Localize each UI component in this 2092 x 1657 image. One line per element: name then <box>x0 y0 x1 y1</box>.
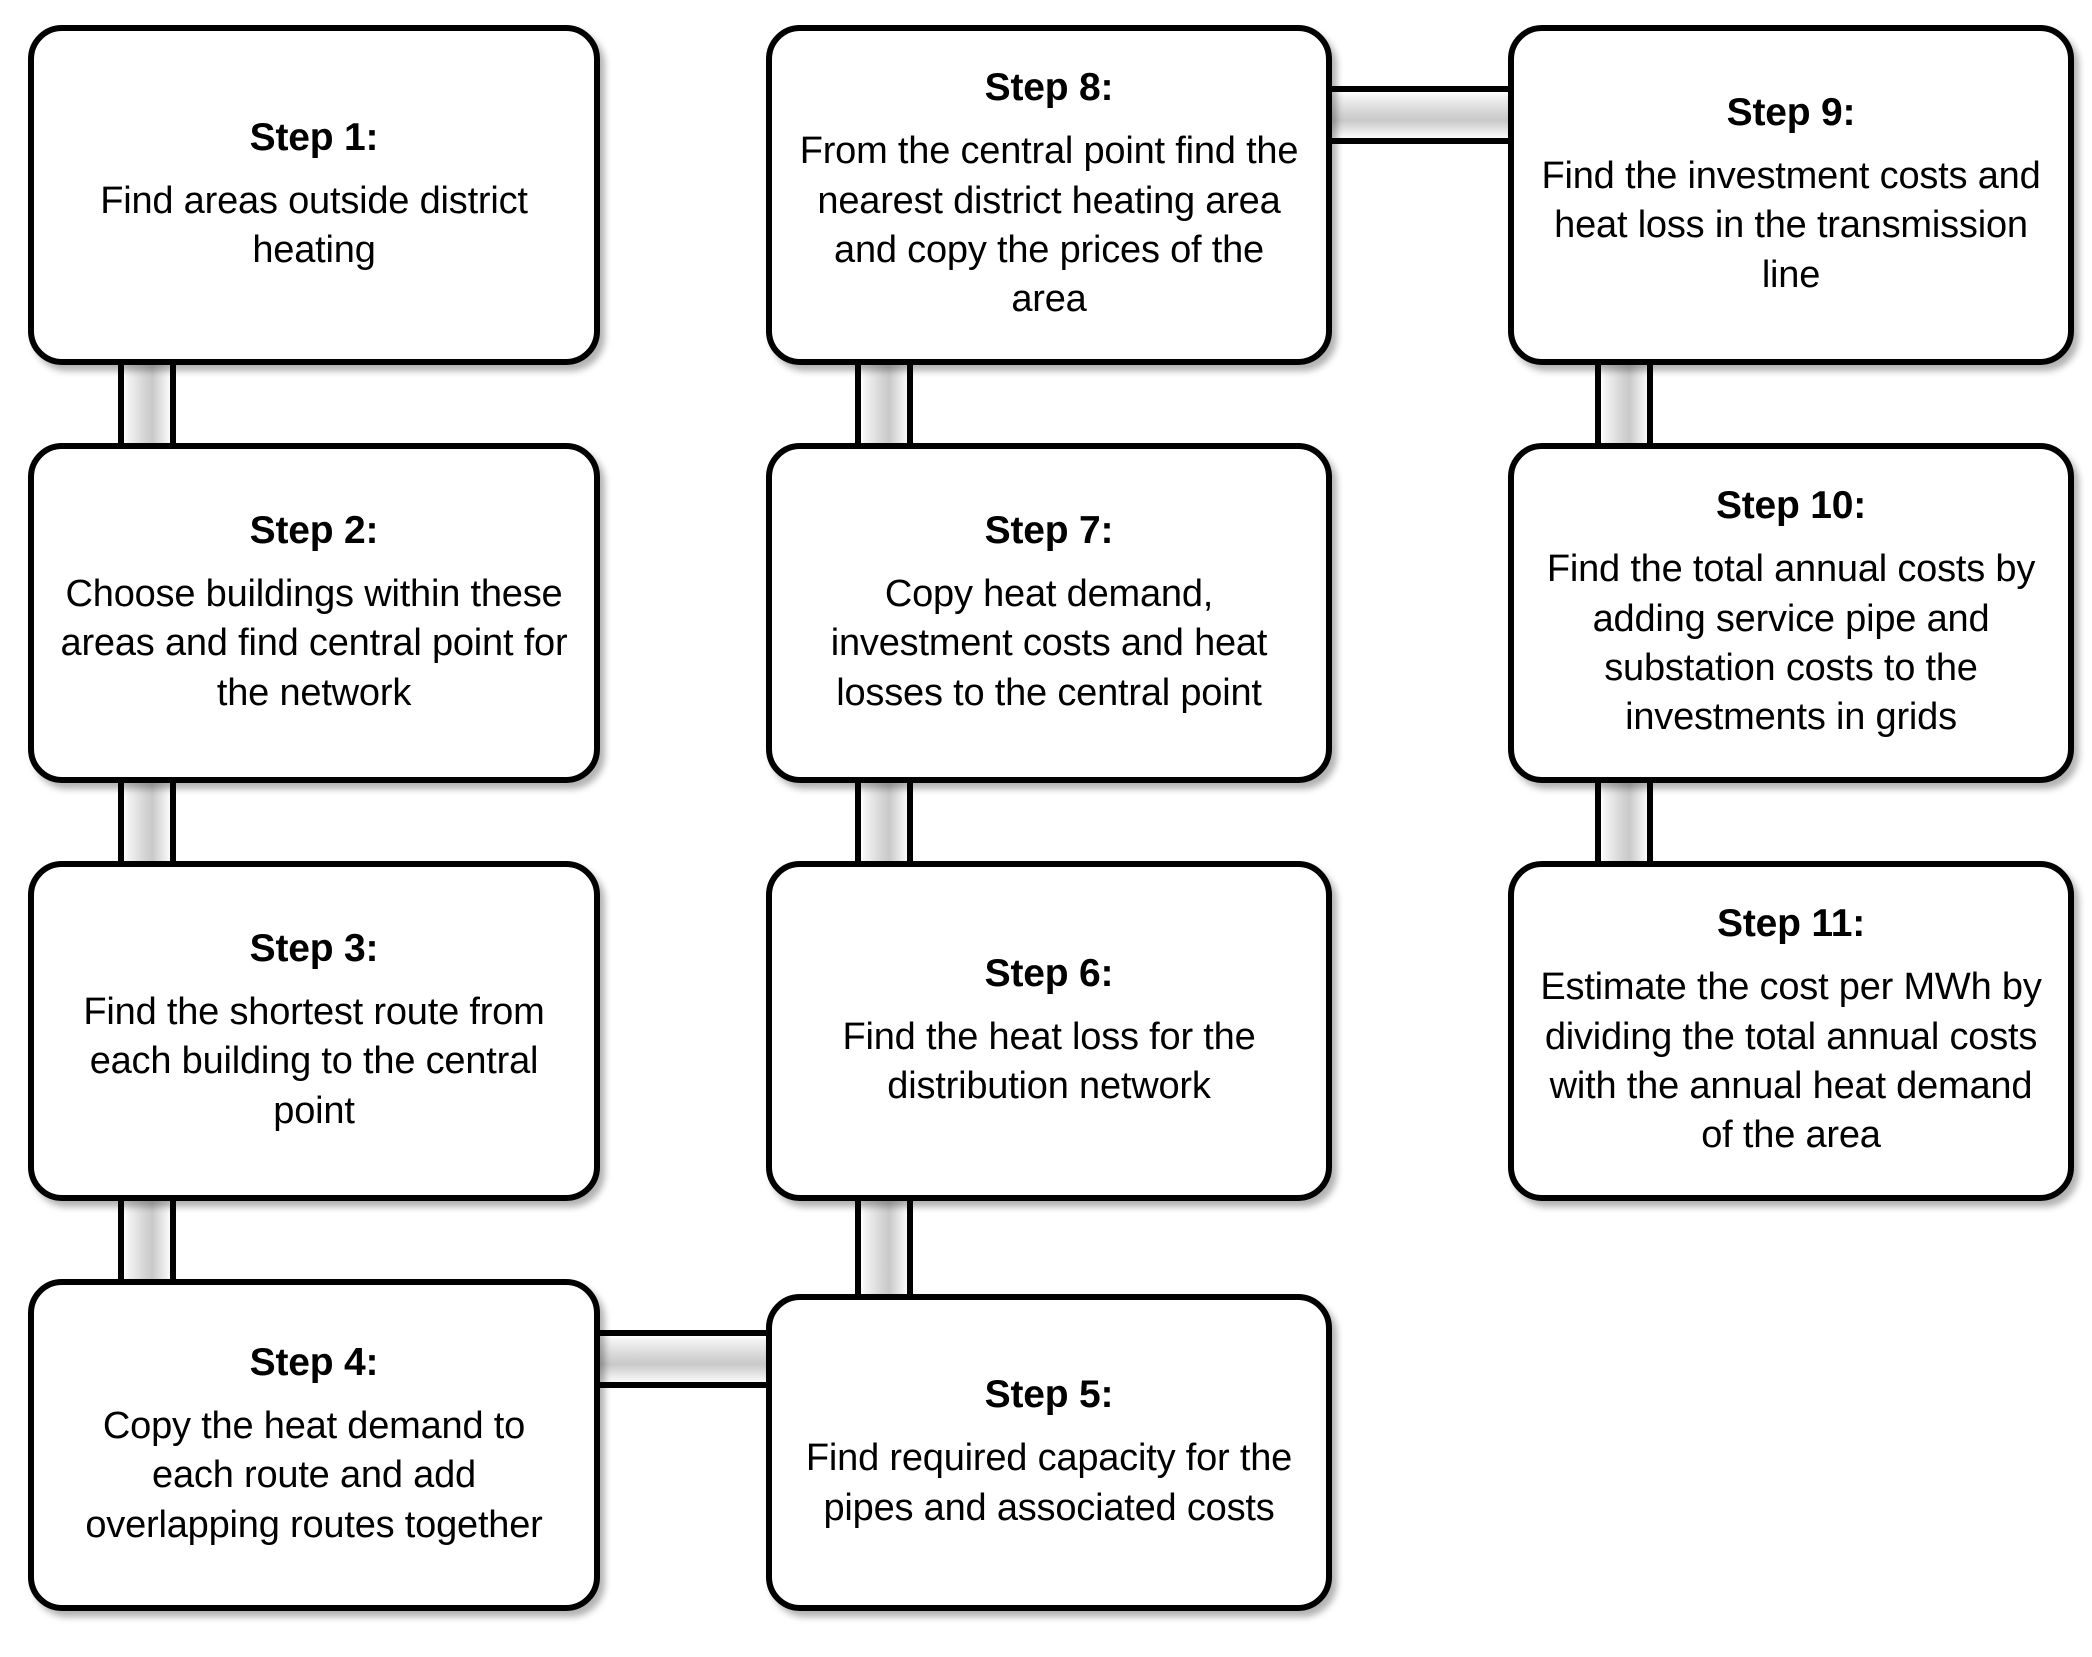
connector-step10-step11 <box>1595 770 1653 874</box>
connector-step9-step10 <box>1595 352 1653 456</box>
node-step-5-title: Step 5: <box>984 1373 1114 1417</box>
node-step-11-body: Estimate the cost per MWh by dividing th… <box>1540 966 2042 1157</box>
node-step-11-title: Step 11: <box>1717 902 1865 946</box>
node-step-6[interactable]: Step 6: Find the heat loss for the distr… <box>766 861 1332 1201</box>
node-step-1-title: Step 1: <box>249 115 379 159</box>
node-step-2[interactable]: Step 2: Choose buildings within these ar… <box>28 443 600 783</box>
node-step-1[interactable]: Step 1: Find areas outside district heat… <box>28 25 600 365</box>
connector-step4-step5 <box>588 1330 778 1388</box>
node-step-7-title: Step 7: <box>984 508 1114 552</box>
connector-step8-step9 <box>1322 86 1512 144</box>
node-step-9[interactable]: Step 9: Find the investment costs and he… <box>1508 25 2074 365</box>
node-step-2-body: Choose buildings within these areas and … <box>60 572 568 714</box>
node-step-4-body: Copy the heat demand to each route and a… <box>85 1404 543 1546</box>
node-step-11[interactable]: Step 11: Estimate the cost per MWh by di… <box>1508 861 2074 1201</box>
connector-step2-step3 <box>118 770 176 874</box>
connector-step7-step8 <box>855 352 913 456</box>
connector-step3-step4 <box>118 1188 176 1288</box>
connector-step6-step7 <box>855 770 913 874</box>
node-step-8[interactable]: Step 8: From the central point find the … <box>766 25 1332 365</box>
node-step-1-body: Find areas outside district heating <box>100 179 528 271</box>
node-step-5[interactable]: Step 5: Find required capacity for the p… <box>766 1294 1332 1611</box>
node-step-3[interactable]: Step 3: Find the shortest route from eac… <box>28 861 600 1201</box>
connector-step1-step2 <box>118 352 176 456</box>
node-step-8-body: From the central point find the nearest … <box>799 130 1299 321</box>
node-step-10-title: Step 10: <box>1715 484 1867 528</box>
node-step-7[interactable]: Step 7: Copy heat demand, investment cos… <box>766 443 1332 783</box>
node-step-6-body: Find the heat loss for the distribution … <box>842 1015 1256 1107</box>
connector-step5-step6 <box>855 1188 913 1304</box>
node-step-9-body: Find the investment costs and heat loss … <box>1541 154 2041 296</box>
node-step-6-title: Step 6: <box>984 951 1114 995</box>
node-step-2-title: Step 2: <box>249 508 379 552</box>
node-step-8-title: Step 8: <box>984 66 1114 110</box>
node-step-4-title: Step 4: <box>249 1340 379 1384</box>
node-step-3-body: Find the shortest route from each buildi… <box>83 990 545 1132</box>
node-step-10-body: Find the total annual costs by adding se… <box>1546 548 2036 739</box>
node-step-9-title: Step 9: <box>1726 90 1856 134</box>
node-step-10[interactable]: Step 10: Find the total annual costs by … <box>1508 443 2074 783</box>
node-step-7-body: Copy heat demand, investment costs and h… <box>830 572 1268 714</box>
node-step-3-title: Step 3: <box>249 926 379 970</box>
node-step-4[interactable]: Step 4: Copy the heat demand to each rou… <box>28 1279 600 1611</box>
node-step-5-body: Find required capacity for the pipes and… <box>805 1437 1293 1529</box>
